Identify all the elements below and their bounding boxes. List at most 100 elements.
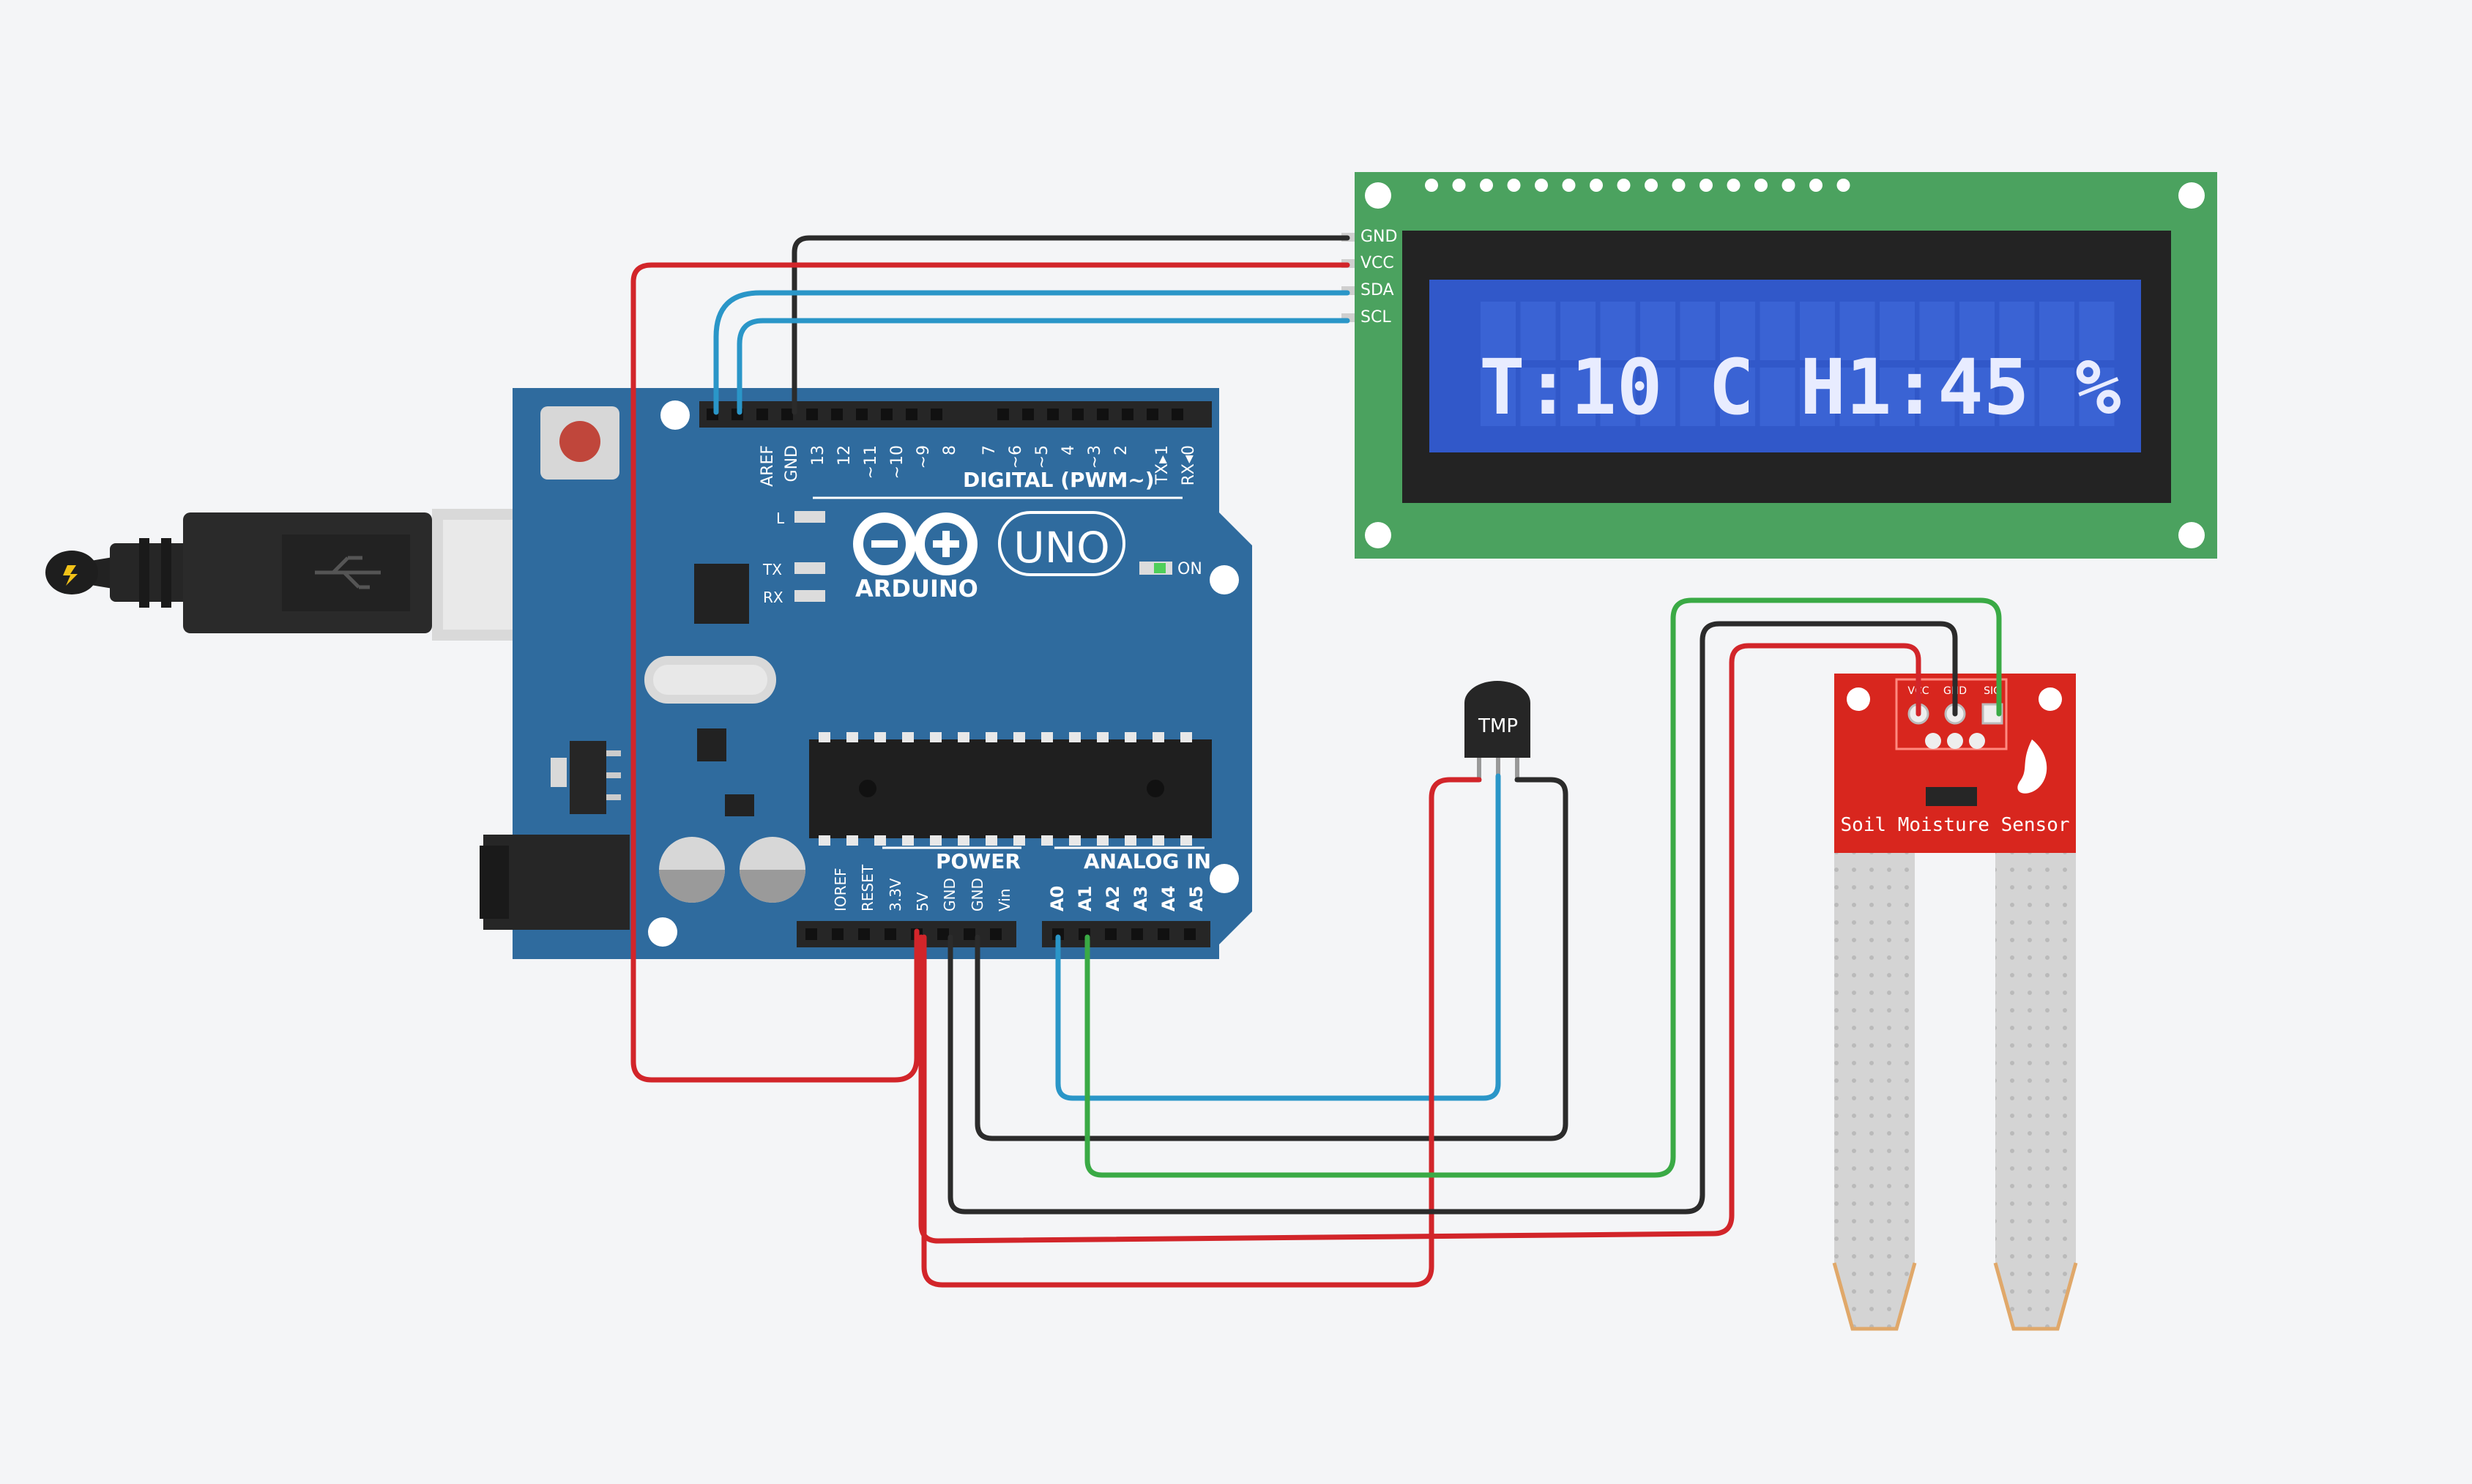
header-hole[interactable]: [881, 409, 893, 420]
lcd-cell: [2079, 302, 2115, 360]
lcd-cell: [1839, 302, 1875, 360]
wire-tmp-gnd: [975, 777, 1568, 1141]
header-hole[interactable]: [805, 928, 817, 940]
lcd-pin-hole: [1727, 179, 1741, 192]
header-hole[interactable]: [964, 928, 975, 940]
lcd-cell: [1600, 302, 1636, 360]
header-hole[interactable]: [806, 409, 818, 420]
analog-header[interactable]: [1042, 921, 1210, 947]
lcd-cell: [1999, 302, 2035, 360]
tx-led: [794, 562, 825, 574]
header-hole[interactable]: [756, 409, 768, 420]
lcd-cell: [1600, 368, 1636, 426]
chip-pin: [902, 835, 914, 846]
power-pin-label: 3.3V: [887, 878, 904, 911]
chip-pin: [1180, 732, 1192, 742]
header-hole[interactable]: [937, 928, 949, 940]
lcd-pin-label: GND: [1360, 228, 1397, 246]
lcd-cell: [1640, 368, 1675, 426]
header-hole[interactable]: [931, 409, 942, 420]
lcd-pin-hole: [1535, 179, 1548, 192]
chip-pin: [819, 732, 830, 742]
header-hole[interactable]: [997, 409, 1009, 420]
lcd-cell: [1481, 368, 1516, 426]
header-hole[interactable]: [885, 928, 896, 940]
header-hole[interactable]: [1105, 928, 1117, 940]
chip-pin: [986, 732, 997, 742]
chip-pin: [1013, 732, 1025, 742]
header-hole[interactable]: [781, 409, 793, 420]
header-hole[interactable]: [1172, 409, 1183, 420]
header-hole[interactable]: [1072, 409, 1084, 420]
analog-label: ANALOG IN: [1084, 849, 1211, 873]
voltage-regulator: [551, 741, 621, 814]
header-hole[interactable]: [1022, 409, 1034, 420]
chip-pin: [1125, 732, 1136, 742]
lcd-pin-hole: [1425, 179, 1438, 192]
lcd-pin-hole: [1782, 179, 1795, 192]
digital-header[interactable]: [699, 401, 1212, 428]
header-hole[interactable]: [1122, 409, 1133, 420]
arduino-logo-icon: [853, 512, 978, 575]
uno-badge: [998, 511, 1125, 576]
lcd-cell: [1680, 368, 1716, 426]
tx-led-label: TX: [762, 561, 782, 578]
lcd-pin-label: SCL: [1360, 308, 1391, 327]
small-chip: [697, 728, 726, 761]
lcd-cell: [1880, 368, 1915, 426]
header-hole[interactable]: [906, 409, 917, 420]
lcd-pin-label: SDA: [1360, 281, 1394, 299]
power-pin-label: GND: [941, 878, 958, 911]
digital-label: DIGITAL (PWM~): [963, 468, 1155, 492]
mount-hole: [1210, 864, 1239, 893]
header-hole[interactable]: [1052, 928, 1064, 940]
chip-pin: [902, 732, 914, 742]
header-hole[interactable]: [1131, 928, 1143, 940]
digital-pin-label: AREF: [759, 445, 777, 487]
wire-tmp-signal: [1055, 773, 1501, 1101]
header-hole[interactable]: [832, 928, 844, 940]
dc-jack[interactable]: [480, 835, 630, 930]
digital-pin-label: ~10: [888, 445, 906, 479]
lcd-pin-hole: [1672, 179, 1686, 192]
header-hole[interactable]: [831, 409, 843, 420]
chip-pin: [930, 835, 942, 846]
power-header[interactable]: [797, 921, 1016, 947]
header-hole[interactable]: [1097, 409, 1109, 420]
lcd-pin-hole: [1480, 179, 1493, 192]
analog-pin-label: A4: [1158, 886, 1179, 911]
header-hole[interactable]: [1147, 409, 1158, 420]
header-hole[interactable]: [858, 928, 870, 940]
reset-button[interactable]: [540, 406, 619, 480]
lcd-cell: [1880, 302, 1915, 360]
analog-pin-label: A2: [1103, 886, 1123, 911]
header-hole[interactable]: [1047, 409, 1059, 420]
header-hole[interactable]: [990, 928, 1002, 940]
lcd-cell: [1919, 368, 1955, 426]
digital-pin-label: GND: [783, 445, 801, 482]
tmp-sensor[interactable]: TMP: [1464, 681, 1530, 782]
wire-tmp-vcc: [921, 777, 1482, 1288]
on-label: ON: [1177, 560, 1202, 578]
lcd-pin-hole: [1809, 179, 1823, 192]
chip-pin: [1125, 835, 1136, 846]
chip-pin: [846, 732, 858, 742]
chip-pin: [1097, 732, 1109, 742]
chip-pin: [1069, 732, 1081, 742]
smd-component: [725, 794, 754, 816]
power-pin-label: 5V: [914, 892, 931, 911]
header-hole[interactable]: [856, 409, 868, 420]
header-hole[interactable]: [1184, 928, 1196, 940]
power-pin-label: GND: [969, 878, 986, 911]
mount-hole: [2178, 522, 2205, 548]
digital-pin-label: 8: [941, 445, 959, 455]
header-hole[interactable]: [1158, 928, 1169, 940]
uno-model: UNO: [1013, 523, 1110, 573]
lcd-cell: [1560, 368, 1596, 426]
analog-pin-label: A3: [1131, 886, 1151, 911]
lcd-pin-hole: [1645, 179, 1658, 192]
